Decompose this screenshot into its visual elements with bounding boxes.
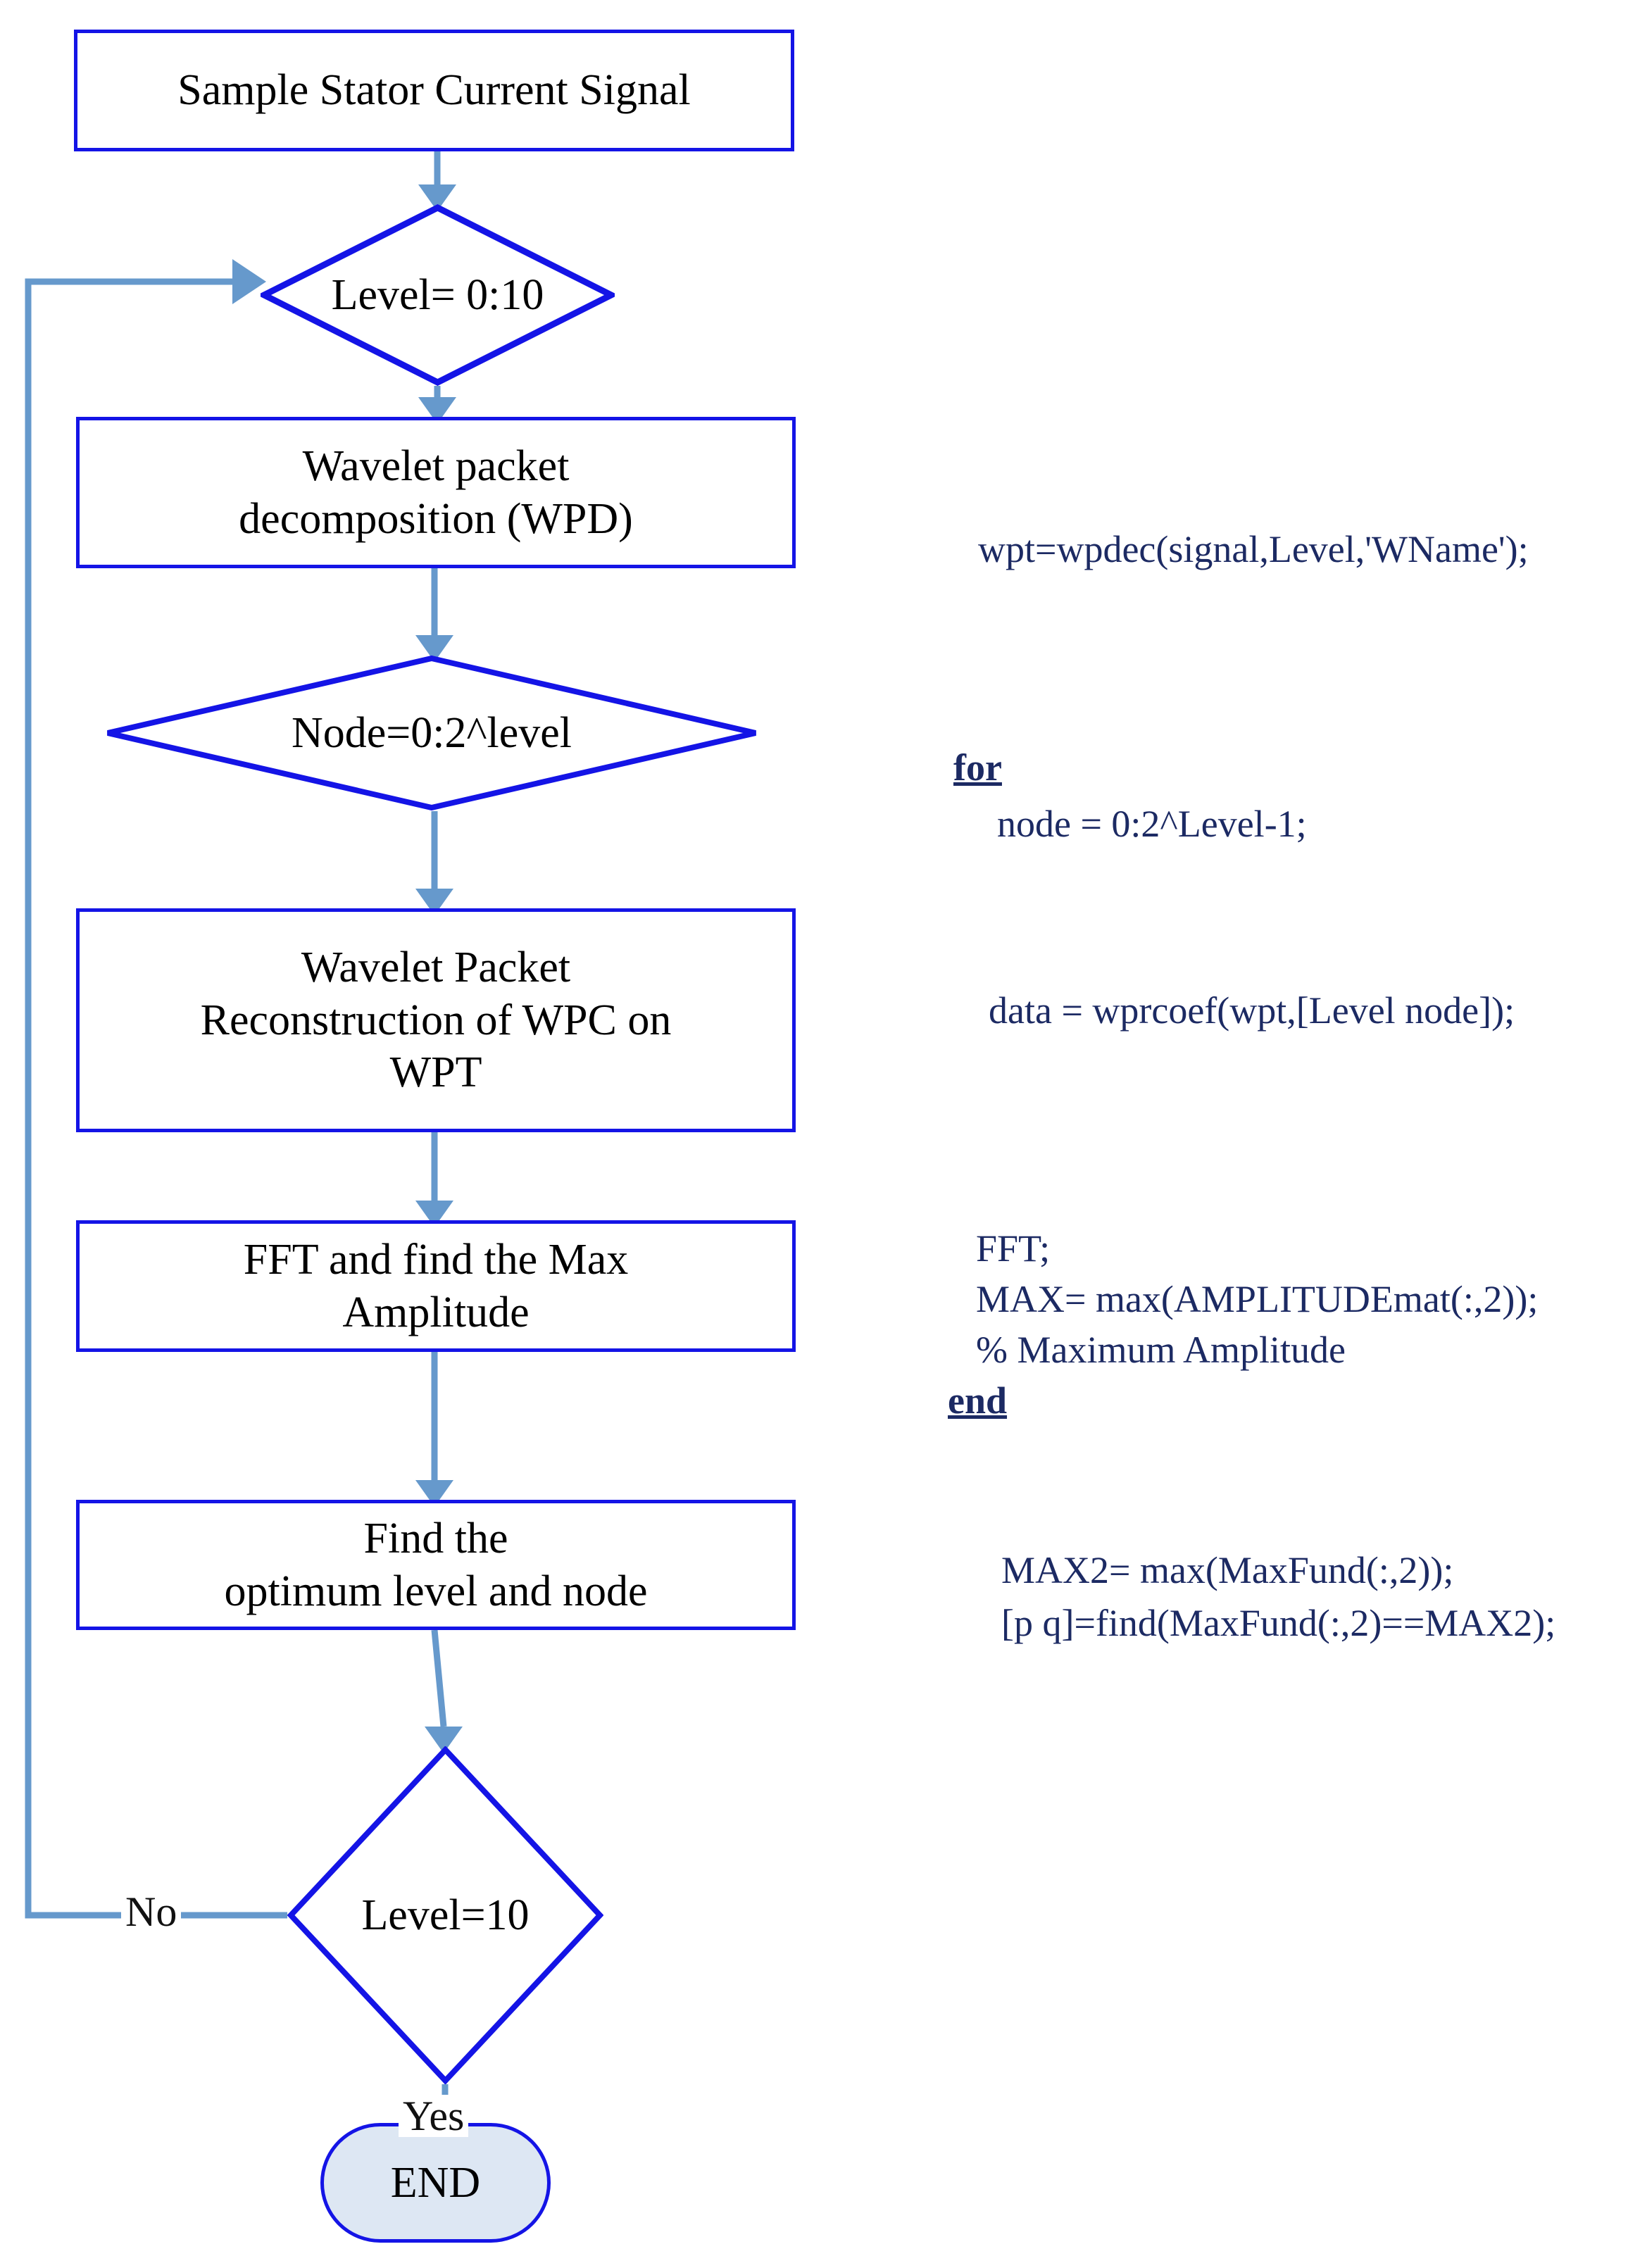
edge-label-no: No — [121, 1891, 182, 1933]
wpd-box-line2: decomposition (WPD) — [239, 494, 633, 543]
code-fft: FFT; — [976, 1227, 1051, 1270]
code-max-amplitude-comment: % Maximum Amplitude — [976, 1329, 1346, 1372]
code-for-keyword: for — [953, 746, 1002, 789]
start-box[interactable]: Sample Stator Current Signal — [74, 30, 794, 151]
code-wpdec: wpt=wpdec(signal,Level,'WName'); — [978, 528, 1529, 571]
optimum-box-line1: Find the — [363, 1515, 508, 1563]
reconstruction-box-line3: WPT — [389, 1048, 482, 1097]
node-loop-decision[interactable]: Node=0:2^level — [104, 655, 759, 811]
level-loop-decision[interactable]: Level= 0:10 — [261, 204, 615, 386]
reconstruction-box-line2: Reconstruction of WPC on — [200, 996, 672, 1044]
code-max-amplitude: MAX= max(AMPLITUDEmat(:,2)); — [976, 1278, 1539, 1321]
end-terminator[interactable]: END — [320, 2123, 551, 2243]
fft-box-line2: Amplitude — [342, 1288, 530, 1336]
reconstruction-box[interactable]: Wavelet Packet Reconstruction of WPC on … — [76, 908, 796, 1132]
edge-label-yes: Yes — [399, 2095, 469, 2137]
code-node-loop: node = 0:2^Level-1; — [997, 803, 1307, 846]
code-find-pq: [p q]=find(MaxFund(:,2)==MAX2); — [1001, 1602, 1556, 1645]
code-max2: MAX2= max(MaxFund(:,2)); — [1001, 1549, 1454, 1592]
fft-box[interactable]: FFT and find the Max Amplitude — [76, 1220, 796, 1352]
reconstruction-box-line1: Wavelet Packet — [301, 944, 571, 992]
wpd-box[interactable]: Wavelet packet decomposition (WPD) — [76, 417, 796, 568]
code-end-keyword: end — [948, 1379, 1008, 1422]
optimum-box-line2: optimum level and node — [224, 1567, 648, 1615]
code-wprcoef: data = wprcoef(wpt,[Level node]); — [989, 989, 1515, 1032]
wpd-box-line1: Wavelet packet — [302, 442, 570, 491]
end-terminator-label: END — [390, 2158, 481, 2207]
fft-box-line1: FFT and find the Max — [243, 1236, 629, 1284]
start-box-label: Sample Stator Current Signal — [177, 66, 691, 115]
optimum-box[interactable]: Find the optimum level and node — [76, 1500, 796, 1630]
final-decision[interactable]: Level=10 — [287, 1746, 603, 2084]
